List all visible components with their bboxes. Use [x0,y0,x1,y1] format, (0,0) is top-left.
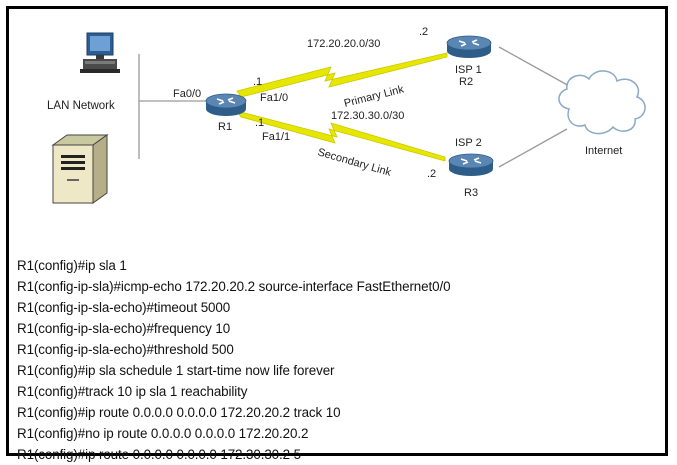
config-line: R1(config)#ip sla 1 [17,258,127,273]
internet-label: Internet [585,145,622,157]
fa00-label: Fa0/0 [173,88,201,100]
primary-subnet-label: 172.20.20.0/30 [307,38,380,50]
lan-network-label: LAN Network [47,100,115,112]
fa11-label: Fa1/1 [262,131,290,143]
config-line: R1(config)#ip sla schedule 1 start-time … [17,363,335,378]
r1-label: R1 [218,121,232,133]
fa11-ip-label: .1 [255,117,264,129]
ethernet-links [138,46,572,168]
config-line: R1(config)#ip route 0.0.0.0 0.0.0.0 172.… [17,447,301,462]
isp1-label: ISP 1 [455,64,482,76]
router-r3-icon [448,153,494,176]
config-line: R1(config)#ip route 0.0.0.0 0.0.0.0 172.… [17,405,341,420]
secondary-serial-link [236,110,446,162]
primary-link-label: Primary Link [343,83,406,110]
isp2-label: ISP 2 [455,137,482,149]
secondary-subnet-label: 172.30.30.0/30 [331,110,404,122]
fa10-ip-label: .1 [253,76,262,88]
r3-label: R3 [464,187,478,199]
internet-cloud-icon [558,70,646,135]
figure-frame: LAN Network R1 Fa0/0 .1 Fa1/0 .1 Fa1/1 1… [6,6,668,462]
computer-icon [80,32,120,73]
server-icon [51,134,109,204]
secondary-link-label: Secondary Link [316,146,393,179]
fa10-label: Fa1/0 [260,92,288,104]
link-r3-to-internet [498,128,568,168]
r3-ip-label: .2 [427,168,436,180]
config-line: R1(config-ip-sla-echo)#timeout 5000 [17,300,231,315]
config-line: R1(config-ip-sla-echo)#threshold 500 [17,342,234,357]
link-r2-to-internet [498,46,572,88]
config-line: R1(config-ip-sla)#icmp-echo 172.20.20.2 … [17,279,451,294]
config-line: R1(config)#track 10 ip sla 1 reachabilit… [17,384,248,399]
config-commands: R1(config)#ip sla 1 R1(config-ip-sla)#ic… [17,255,451,465]
router-r2-icon [446,35,492,58]
network-diagram: LAN Network R1 Fa0/0 .1 Fa1/0 .1 Fa1/1 1… [47,26,646,204]
r2-ip-label: .2 [419,26,428,38]
config-line: R1(config-ip-sla-echo)#frequency 10 [17,321,231,336]
primary-serial-link [236,52,448,98]
config-line: R1(config)#no ip route 0.0.0.0 0.0.0.0 1… [17,426,309,441]
router-r1-icon [205,93,247,116]
r2-label: R2 [459,76,473,88]
